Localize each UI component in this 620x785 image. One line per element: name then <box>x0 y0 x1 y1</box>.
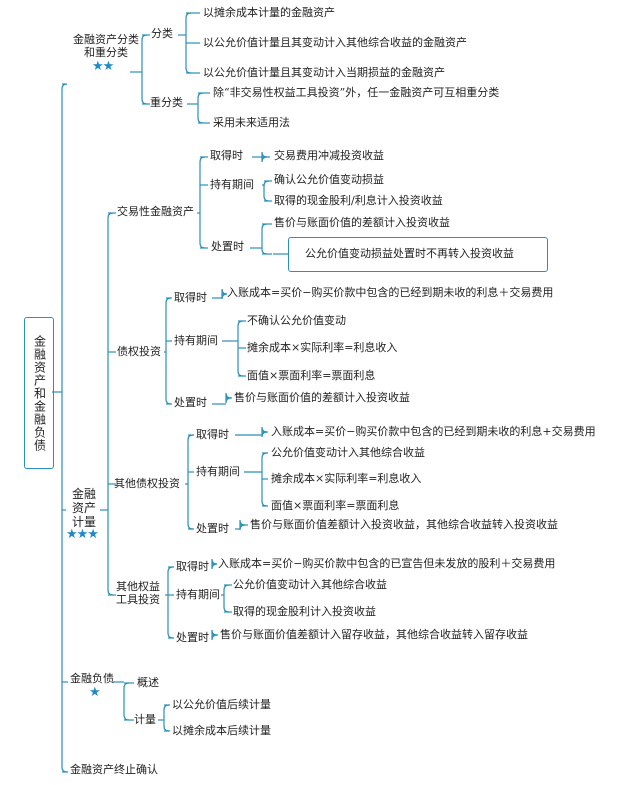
fenlei-item: 以摊余成本计量的金融资产 <box>203 6 335 19</box>
star-icon: ★★ <box>92 59 114 74</box>
connector <box>163 704 170 732</box>
other-equity-label-line2: 工具投资 <box>116 593 160 606</box>
debt-holding-item: 不确认公允价值变动 <box>247 314 346 327</box>
other-equity-holding-label: 持有期间 <box>176 588 220 601</box>
other-equity-label-line1: 其他权益 <box>116 580 160 593</box>
other-debt-holding-item: 公允价值变动计入其他综合收益 <box>271 446 425 459</box>
derecognition-title: 金融资产终止确认 <box>70 763 158 776</box>
measurement-title-line3: 计量 <box>71 515 96 529</box>
measurement-title-line2: 资产 <box>71 501 96 515</box>
connector <box>61 83 68 773</box>
debt-holding-item: 摊余成本×实际利率=利息收入 <box>247 341 398 354</box>
other-debt-holding-item: 摊余成本×实际利率=利息收入 <box>271 472 422 485</box>
connector <box>165 297 172 405</box>
classification-title-line1: 金融资产分类 <box>73 33 139 46</box>
debt-disposal-item: 售价与账面价值的差额计入投资收益 <box>234 391 410 404</box>
debt-holding-label: 持有期间 <box>174 334 218 347</box>
debt-disposal-label: 处置时 <box>174 396 207 409</box>
classification-title: 金融资产分类 和重分类 <box>66 33 146 59</box>
trading-acquire-item: 交易费用冲减投资收益 <box>274 149 384 162</box>
fenlei-label: 分类 <box>151 27 173 40</box>
connector <box>107 212 114 596</box>
connector <box>263 180 270 202</box>
other-debt-holding-item: 面值×票面利率=票面利息 <box>271 499 400 512</box>
trading-disposal-note: 公允价值变动损益处置时不再转入投资收益 <box>305 247 514 260</box>
measurement-title: 金融 资产 计量 <box>64 487 104 529</box>
other-debt-label: 其他债权投资 <box>114 477 180 490</box>
other-equity-acquire-label: 取得时 <box>176 560 209 573</box>
star-icon: ★ <box>89 685 101 700</box>
other-debt-disposal-item: 售价与账面价值差额计入投资收益，其他综合收益转入投资收益 <box>250 518 558 531</box>
connector <box>223 584 230 613</box>
liabilities-measure-label: 计量 <box>134 713 156 726</box>
debt-acquire-label: 取得时 <box>174 291 207 304</box>
trading-label: 交易性金融资产 <box>117 205 194 218</box>
liabilities-measure-item: 以公允价值后续计量 <box>172 698 271 711</box>
other-debt-acquire-item: 入账成本=买价−购买价款中包含的已经到期未收的利息+交易费用 <box>271 425 596 438</box>
star-icon: ★★★ <box>66 527 99 542</box>
trading-disposal-item: 售价与账面价值的差额计入投资收益 <box>274 216 450 229</box>
other-debt-holding-label: 持有期间 <box>196 465 240 478</box>
debt-acquire-item: 入账成本=买价−购买价款中包含的已经到期未收的利息＋交易费用 <box>227 286 554 299</box>
fenlei-item: 以公允价值计量且其变动计入其他综合收益的金融资产 <box>203 36 467 49</box>
root-label: 金融资产和金融负债 <box>32 334 47 452</box>
liabilities-title: 金融负债 <box>70 672 114 685</box>
trading-holding-label: 持有期间 <box>210 178 254 191</box>
trading-acquire-label: 取得时 <box>210 149 243 162</box>
connector <box>123 682 130 721</box>
other-equity-disposal-label: 处置时 <box>176 631 209 644</box>
chongfenlei-item: 除“非交易性权益工具投资”外，任一金融资产可互相重分类 <box>213 86 500 99</box>
debt-label: 债权投资 <box>117 345 161 358</box>
other-equity-label: 其他权益 工具投资 <box>112 580 164 606</box>
classification-title-line2: 和重分类 <box>84 46 128 59</box>
other-equity-disposal-item: 售价与账面价值差额计入留存收益，其他综合收益转入留存收益 <box>220 628 528 641</box>
liabilities-measure-item: 以摊余成本后续计量 <box>172 724 271 737</box>
other-equity-acquire-item: 入账成本=买价−购买价款中包含的已宣告但未发放的股利＋交易费用 <box>218 557 556 570</box>
chongfenlei-label: 重分类 <box>150 96 183 109</box>
connector <box>167 566 174 639</box>
other-equity-holding-item: 取得的现金股利计入投资收益 <box>233 605 376 618</box>
trading-holding-item: 确认公允价值变动损益 <box>274 173 384 186</box>
fenlei-item: 以公允价值计量且其变动计入当期损益的金融资产 <box>203 66 445 79</box>
trading-holding-item: 取得的现金股利/利息计入投资收益 <box>274 194 443 207</box>
trading-disposal-note-box <box>288 237 548 272</box>
connector <box>187 434 194 530</box>
connector <box>199 156 206 249</box>
connector <box>261 223 268 255</box>
measurement-title-line1: 金融 <box>71 487 96 501</box>
root-node: 金融资产和金融负债 <box>24 317 54 469</box>
connector <box>197 92 204 124</box>
other-equity-holding-item: 公允价值变动计入其他综合收益 <box>233 578 387 591</box>
liabilities-overview-label: 概述 <box>137 676 159 689</box>
other-debt-acquire-label: 取得时 <box>196 428 229 441</box>
chongfenlei-item: 采用未来适用法 <box>213 116 290 129</box>
debt-holding-item: 面值×票面利率=票面利息 <box>247 369 376 382</box>
other-debt-disposal-label: 处置时 <box>196 522 229 535</box>
trading-disposal-label: 处置时 <box>211 240 244 253</box>
